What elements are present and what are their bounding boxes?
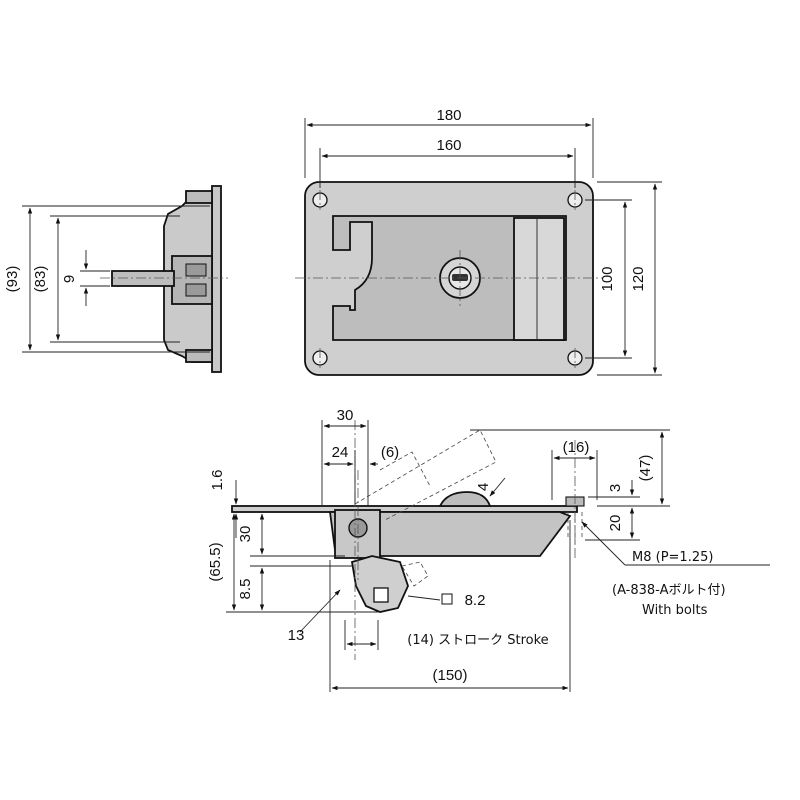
side-handle-shaft (111, 270, 175, 287)
dim-hole-pitch-width: 160 (436, 137, 461, 154)
dim-1-6: 1.6 (209, 470, 226, 491)
dim-30-left: 30 (237, 526, 254, 543)
bolt-spec: M8 (P=1.25) (632, 550, 713, 565)
handle-open-phantom (354, 429, 497, 521)
dim-height-83: (83) (32, 266, 49, 293)
dim-8-2: 8.2 (465, 592, 486, 609)
dim-20: 20 (607, 515, 624, 532)
section-view: 30 24 (6) 4 (16) (47) 3 20 1.6 (207, 407, 770, 692)
dim-150: (150) (432, 667, 467, 684)
section-lock-boss (438, 491, 492, 507)
front-view: 180 160 100 120 (295, 107, 662, 376)
dim-65-5: (65.5) (207, 542, 224, 581)
dim-8-5: 8.5 (237, 579, 254, 600)
latch-cam (350, 555, 409, 613)
dim-30-top: 30 (337, 407, 354, 424)
dim-overall-height: 120 (630, 266, 647, 291)
dim-overall-width: 180 (436, 107, 461, 124)
handle-panel (513, 217, 565, 341)
bolt-note-jp: (A-838-Aボルト付) (612, 583, 726, 598)
dim-height-93: (93) (4, 266, 21, 293)
dim-47: (47) (637, 455, 654, 482)
dim-hole-pitch-height: 100 (599, 266, 616, 291)
dim-handle-9: 9 (61, 275, 78, 283)
dim-16: (16) (563, 439, 590, 456)
dim-3: 3 (607, 484, 624, 492)
side-view: (93) (83) 9 (4, 185, 228, 373)
dim-4: 4 (475, 483, 492, 491)
dim-24: 24 (332, 444, 349, 461)
stroke-label: (14) ストローク Stroke (407, 633, 548, 648)
side-pivot-block (171, 255, 213, 305)
dim-13: 13 (288, 627, 305, 644)
bolt-note-en: With bolts (642, 603, 708, 618)
side-flange (211, 185, 222, 373)
dim-6: (6) (381, 444, 399, 461)
